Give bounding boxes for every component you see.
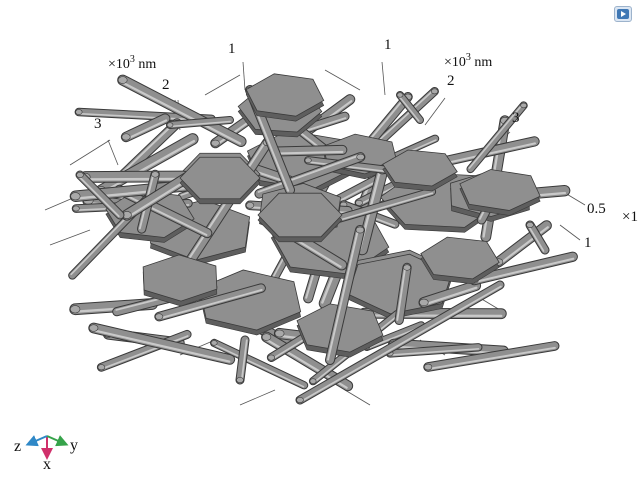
axis-unit-far-right: ×1 <box>622 210 638 225</box>
tick-right-3: 3 <box>512 111 520 126</box>
grid-line <box>382 62 385 95</box>
triad-label-y: y <box>70 437 78 455</box>
grid-line <box>243 62 245 90</box>
grid-line <box>560 225 580 240</box>
cylinder-rod <box>387 347 479 356</box>
axis-unit-right: ×103 nm <box>444 53 492 70</box>
tick-left-1: 1 <box>228 42 236 57</box>
coordinate-triad: z y x <box>8 426 88 476</box>
grid-line <box>50 230 90 245</box>
cylinder-rod <box>272 148 343 154</box>
grid-line <box>345 390 370 405</box>
grid-line <box>108 140 118 165</box>
triad-label-z: z <box>14 438 21 456</box>
grid-line <box>70 140 110 165</box>
triad-label-x: x <box>43 456 51 474</box>
grid-line <box>325 70 360 90</box>
tick-depth-0-5: 0.5 <box>587 202 606 217</box>
tick-left-2: 2 <box>162 78 170 93</box>
grid-line <box>205 75 240 95</box>
tick-depth-1: 1 <box>584 236 592 251</box>
cylinder-rod <box>80 173 183 181</box>
tick-right-1: 1 <box>384 38 392 53</box>
play-icon[interactable] <box>614 6 632 22</box>
tick-right-2: 2 <box>447 74 455 89</box>
cylinder-rod <box>237 340 247 383</box>
grid-line <box>240 390 275 405</box>
tick-left-3: 3 <box>94 117 102 132</box>
axis-unit-left: ×103 nm <box>108 55 156 72</box>
flake-and-rod-geometry <box>70 74 573 403</box>
